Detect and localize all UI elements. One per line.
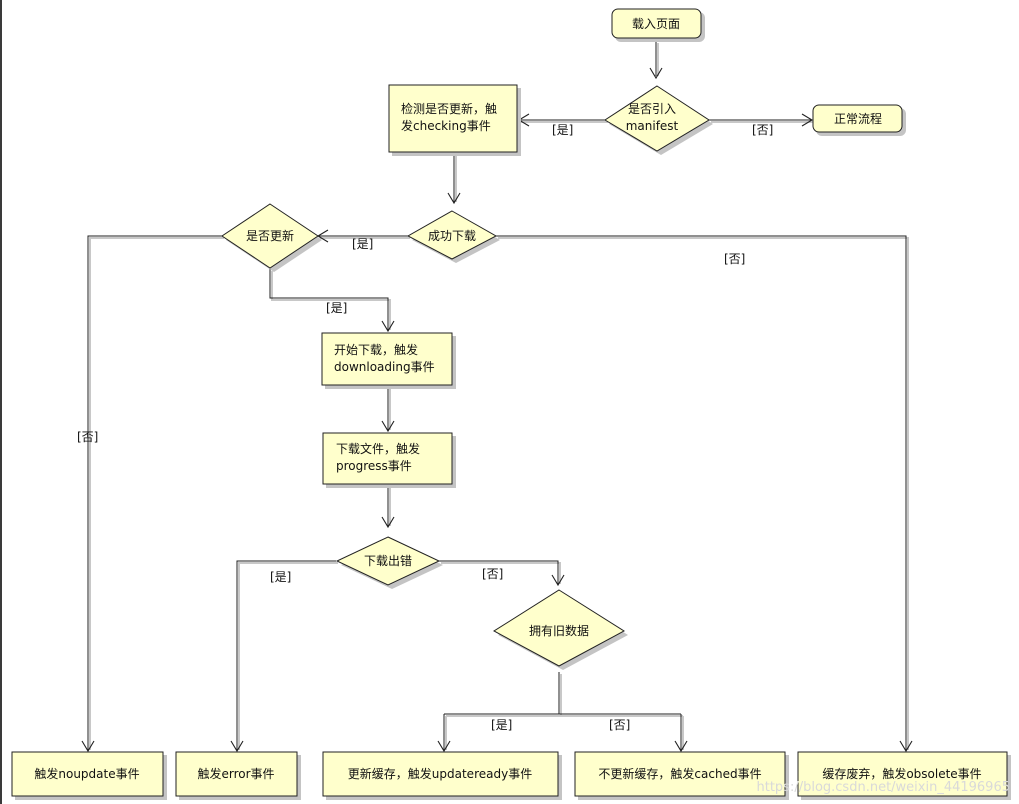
edge-download-no xyxy=(496,235,907,750)
guard-manifest-yes: [是] xyxy=(552,123,573,137)
edge-error-no xyxy=(439,560,559,584)
node-error-label: 触发error事件 xyxy=(197,766,274,781)
edges xyxy=(81,41,913,753)
edge-updated-yes xyxy=(269,269,389,330)
node-noupdate-label: 触发noupdate事件 xyxy=(34,766,139,781)
decision-manifest-label-1: 是否引入 xyxy=(628,102,676,116)
node-cached-label: 不更新缓存，触发cached事件 xyxy=(598,766,761,781)
node-check-update: 检测是否更新，触 发checking事件 xyxy=(388,84,521,156)
decision-has-old-data: 拥有旧数据 xyxy=(493,589,628,670)
node-start-download-label-2: downloading事件 xyxy=(334,360,435,374)
guard-download-no: [否] xyxy=(724,252,745,266)
guard-old-yes: [是] xyxy=(491,718,512,732)
edge-shadows xyxy=(89,43,909,750)
node-updateready-label: 更新缓存，触发updateready事件 xyxy=(348,766,532,781)
edge-updated-no xyxy=(87,235,222,750)
node-normal-flow: 正常流程 xyxy=(812,104,906,136)
node-cached: 不更新缓存，触发cached事件 xyxy=(574,751,789,800)
decision-download-error: 下载出错 xyxy=(335,536,443,589)
edge-error-yes xyxy=(236,560,336,750)
node-check-update-label-2: 发checking事件 xyxy=(401,118,491,133)
guard-updated-yes: [是] xyxy=(326,301,347,315)
node-start-label: 载入页面 xyxy=(632,17,680,31)
node-error: 触发error事件 xyxy=(175,751,301,800)
guard-updated-no: [否] xyxy=(77,430,98,444)
node-check-update-label-1: 检测是否更新，触 xyxy=(401,101,497,116)
watermark-text: https://blog.csdn.net/weixin_44196965 xyxy=(756,780,1010,795)
node-progress: 下载文件，触发 progress事件 xyxy=(322,432,456,488)
page-left-border xyxy=(0,0,2,804)
node-start: 载入页面 xyxy=(611,8,705,42)
node-progress-label-1: 下载文件，触发 xyxy=(336,441,420,456)
node-noupdate: 触发noupdate事件 xyxy=(11,751,167,800)
node-updateready: 更新缓存，触发updateready事件 xyxy=(322,751,562,800)
edge-old-data-split xyxy=(443,672,682,750)
guard-error-yes: [是] xyxy=(270,570,291,584)
decision-is-updated: 是否更新 xyxy=(221,203,322,272)
guard-old-no: [否] xyxy=(609,718,630,732)
guard-manifest-no: [否] xyxy=(752,123,773,137)
decision-download-success: 成功下载 xyxy=(406,210,500,263)
decision-has-old-data-label: 拥有旧数据 xyxy=(529,623,589,638)
guard-error-no: [否] xyxy=(482,567,503,581)
decision-manifest-label-2: manifest xyxy=(626,119,679,133)
decision-is-updated-label: 是否更新 xyxy=(246,228,294,243)
node-start-download-label-1: 开始下载，触发 xyxy=(334,342,418,357)
node-start-download: 开始下载，触发 downloading事件 xyxy=(321,332,456,389)
node-progress-label-2: progress事件 xyxy=(336,459,412,473)
node-normal-flow-label: 正常流程 xyxy=(834,111,882,126)
decision-manifest: 是否引入 manifest xyxy=(604,85,713,155)
node-obsolete: 缓存废弃，触发obsolete事件 xyxy=(797,751,1011,800)
node-obsolete-label: 缓存废弃，触发obsolete事件 xyxy=(822,766,981,781)
decision-download-error-label: 下载出错 xyxy=(364,554,412,568)
guard-download-yes: [是] xyxy=(352,237,373,251)
decision-download-success-label: 成功下载 xyxy=(428,229,476,243)
